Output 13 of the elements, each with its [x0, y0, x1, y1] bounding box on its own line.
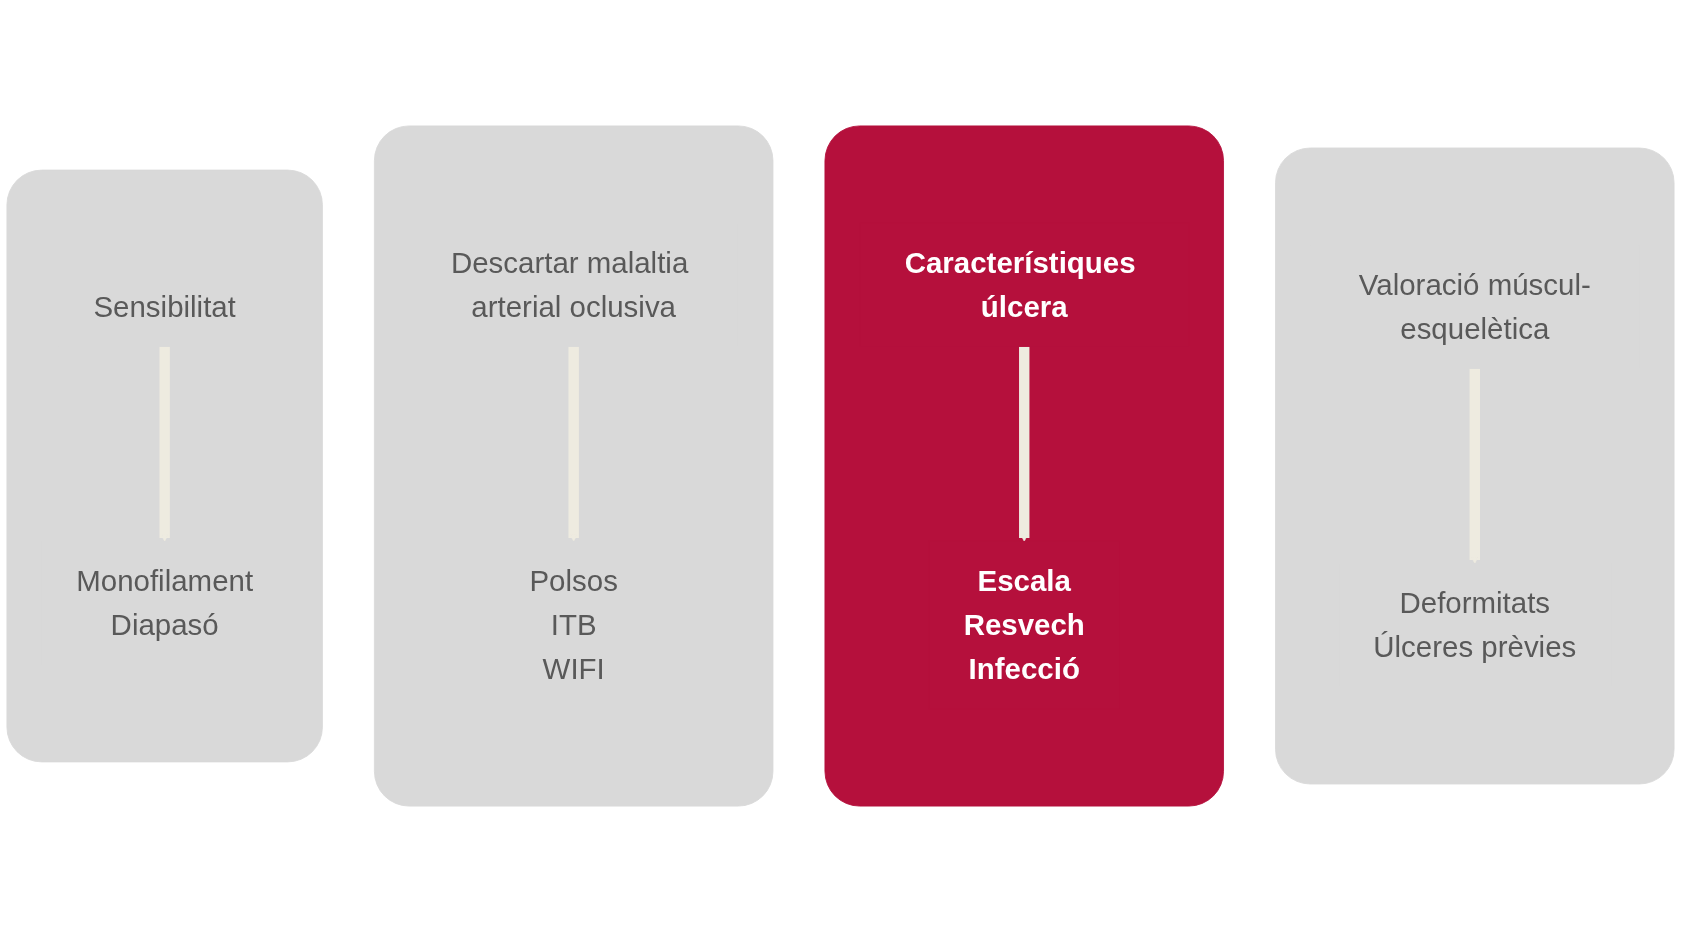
node-text: Valoració múscul-esquelètica [1358, 268, 1591, 346]
node-text: Monofilament Diapasó [76, 563, 254, 642]
node-text: Sensibilitat [93, 290, 236, 324]
cluster [824, 125, 1224, 807]
cluster [6, 169, 323, 763]
cluster [1275, 147, 1675, 785]
node-text: Característiques úlcera [904, 245, 1136, 324]
node-text: Descartar malaltia arterial oclusiva [450, 245, 689, 324]
node-text: Polsos ITB WIFI [529, 563, 618, 686]
node-text: Escala Resvech Infecció [963, 563, 1085, 686]
node-text: Deformitats Úlceres prèvies [1373, 586, 1577, 664]
arrow [1019, 346, 1030, 542]
cluster [373, 125, 774, 807]
